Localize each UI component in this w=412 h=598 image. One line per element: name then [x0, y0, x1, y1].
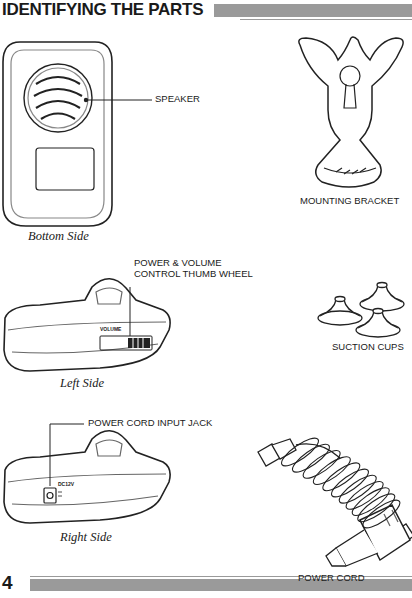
jack-marking: DC12V	[58, 482, 74, 488]
view-label: Bottom Side	[28, 229, 89, 243]
part-label: POWER CORD	[298, 573, 365, 584]
leader-line	[86, 100, 152, 101]
view-label: Left Side	[60, 376, 104, 390]
header-rule	[240, 19, 412, 20]
page-number: 4	[2, 572, 13, 594]
leader-line	[50, 424, 84, 486]
header-bar	[214, 4, 412, 17]
part-label: SUCTION CUPS	[332, 342, 404, 353]
part-label: POWER & VOLUME CONTROL THUMB WHEEL	[134, 258, 269, 280]
part-label: MOUNTING BRACKET	[300, 196, 399, 207]
part-label: POWER CORD INPUT JACK	[88, 418, 212, 429]
device-left-side	[4, 279, 170, 371]
power-cord	[258, 439, 412, 566]
control-marking: VOLUME	[100, 327, 121, 333]
part-label: SPEAKER	[155, 94, 200, 105]
thumb-wheel	[128, 338, 150, 348]
suction-cups	[318, 283, 404, 338]
page-title: IDENTIFYING THE PARTS	[2, 0, 203, 20]
view-label: Right Side	[60, 530, 112, 544]
mounting-bracket	[299, 37, 403, 187]
device-right-side	[4, 431, 170, 523]
leader-line	[130, 287, 131, 336]
coiled-cord	[278, 434, 403, 533]
device-bottom	[3, 42, 152, 226]
